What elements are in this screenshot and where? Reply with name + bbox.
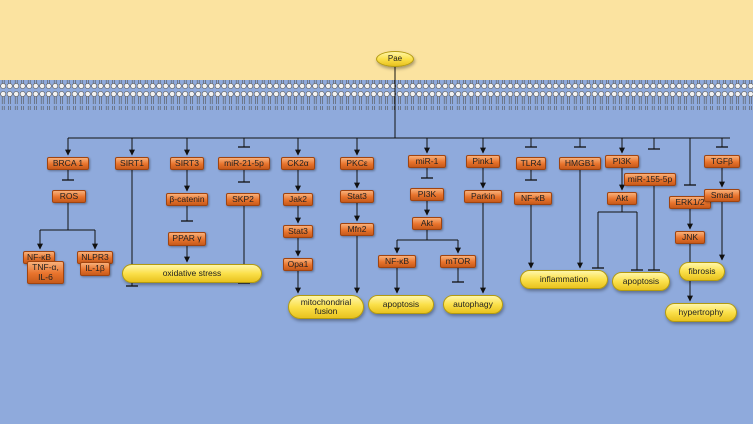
node-ros: ROS [52,190,86,203]
node-pi3k-2: PI3K [605,155,639,168]
node-pi3k-1: PI3K [410,188,444,201]
intracellular-region [0,82,753,424]
outcome-mito-fusion: mitochondrial fusion [288,295,364,319]
node-tgfb: TGFβ [704,155,740,168]
node-mtor: mTOR [440,255,476,268]
source-pae: Pae [376,51,414,67]
node-mfn2: Mfn2 [340,223,374,236]
node-akt-2: Akt [607,192,637,205]
node-opa1: Opa1 [283,258,313,271]
lipid-bilayer [0,80,753,110]
node-brca1: BRCA 1 [47,157,89,170]
outcome-fibrosis: fibrosis [679,262,725,281]
node-erk: ERK1/2 [669,196,711,209]
node-mir1: miR-1 [408,155,446,168]
node-skp2: SKP2 [226,193,260,206]
node-jnk: JNK [675,231,705,244]
outcome-apoptosis-2: apoptosis [612,272,670,291]
node-stat3-a: Stat3 [283,225,313,238]
node-pink1: Pink1 [466,155,500,168]
outcome-apoptosis-1: apoptosis [368,295,434,314]
node-stat3-b: Stat3 [340,190,374,203]
node-tlr4: TLR4 [516,157,546,170]
extracellular-region [0,0,753,82]
node-hmgb1: HMGB1 [559,157,601,170]
node-pkce: PKCε [340,157,374,170]
node-bcatenin: β-catenin [166,193,208,206]
node-mir155: miR-155-5p [624,173,676,186]
node-ck2a: CK2α [281,157,315,170]
node-sirt1: SIRT1 [115,157,149,170]
node-jak2: Jak2 [283,193,313,206]
node-mir21: miR-21-5p [218,157,270,170]
node-sirt3: SIRT3 [170,157,204,170]
outcome-hypertrophy: hypertrophy [665,303,737,322]
outcome-oxidative-stress: oxidative stress [122,264,262,283]
node-tnf: TNF-α, IL-6 [27,261,64,284]
node-nfkb-2: NF-κB [378,255,416,268]
node-nfkb-3: NF-κB [514,192,552,205]
node-ppar: PPAR γ [168,232,206,246]
outcome-autophagy: autophagy [443,295,503,314]
node-akt-1: Akt [412,217,442,230]
node-il1b: IL-1β [80,262,110,276]
node-smad: Smad [704,189,740,202]
node-parkin: Parkin [464,190,502,203]
outcome-inflammation: inflammation [520,270,608,289]
